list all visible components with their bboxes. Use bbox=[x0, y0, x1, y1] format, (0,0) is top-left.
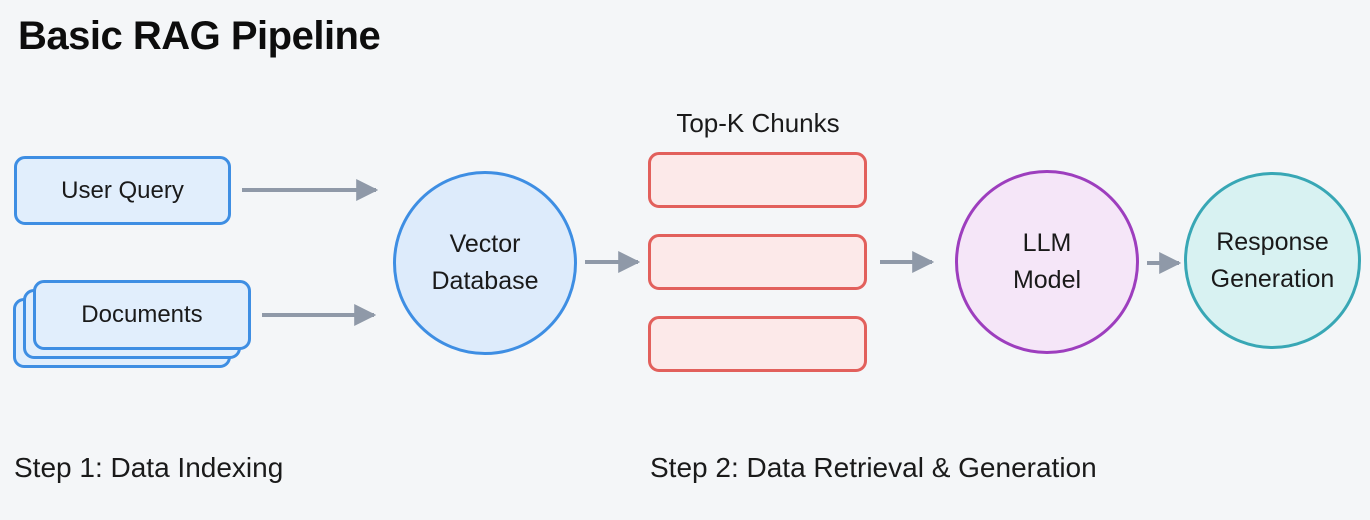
chunk-stack bbox=[648, 152, 867, 372]
vector-database-label-line2: Database bbox=[431, 267, 539, 295]
llm-model-label-line1: LLM bbox=[1022, 229, 1072, 257]
vector-database-label-line1: Vector bbox=[449, 230, 521, 258]
llm-model-label-line2: Model bbox=[1012, 266, 1082, 294]
node-response-generation: Response Generation bbox=[1184, 172, 1361, 349]
step1-label: Step 1: Data Indexing bbox=[14, 452, 284, 483]
node-documents: Documents bbox=[13, 280, 253, 370]
documents-front-layer: Documents bbox=[33, 280, 251, 350]
chunk bbox=[648, 316, 867, 372]
top-k-chunks-label: Top-K Chunks bbox=[676, 108, 840, 138]
chunk bbox=[648, 234, 867, 290]
node-user-query: User Query bbox=[14, 156, 231, 225]
user-query-label: User Query bbox=[61, 176, 184, 204]
node-vector-database: Vector Database bbox=[393, 171, 577, 355]
documents-label: Documents bbox=[81, 301, 203, 328]
response-generation-label-line1: Response bbox=[1216, 227, 1329, 256]
chunk bbox=[648, 152, 867, 208]
node-llm-model: LLM Model bbox=[955, 170, 1139, 354]
diagram-title: Basic RAG Pipeline bbox=[18, 14, 381, 58]
response-generation-label-line2: Generation bbox=[1210, 264, 1335, 293]
step2-label: Step 2: Data Retrieval & Generation bbox=[650, 452, 1097, 483]
